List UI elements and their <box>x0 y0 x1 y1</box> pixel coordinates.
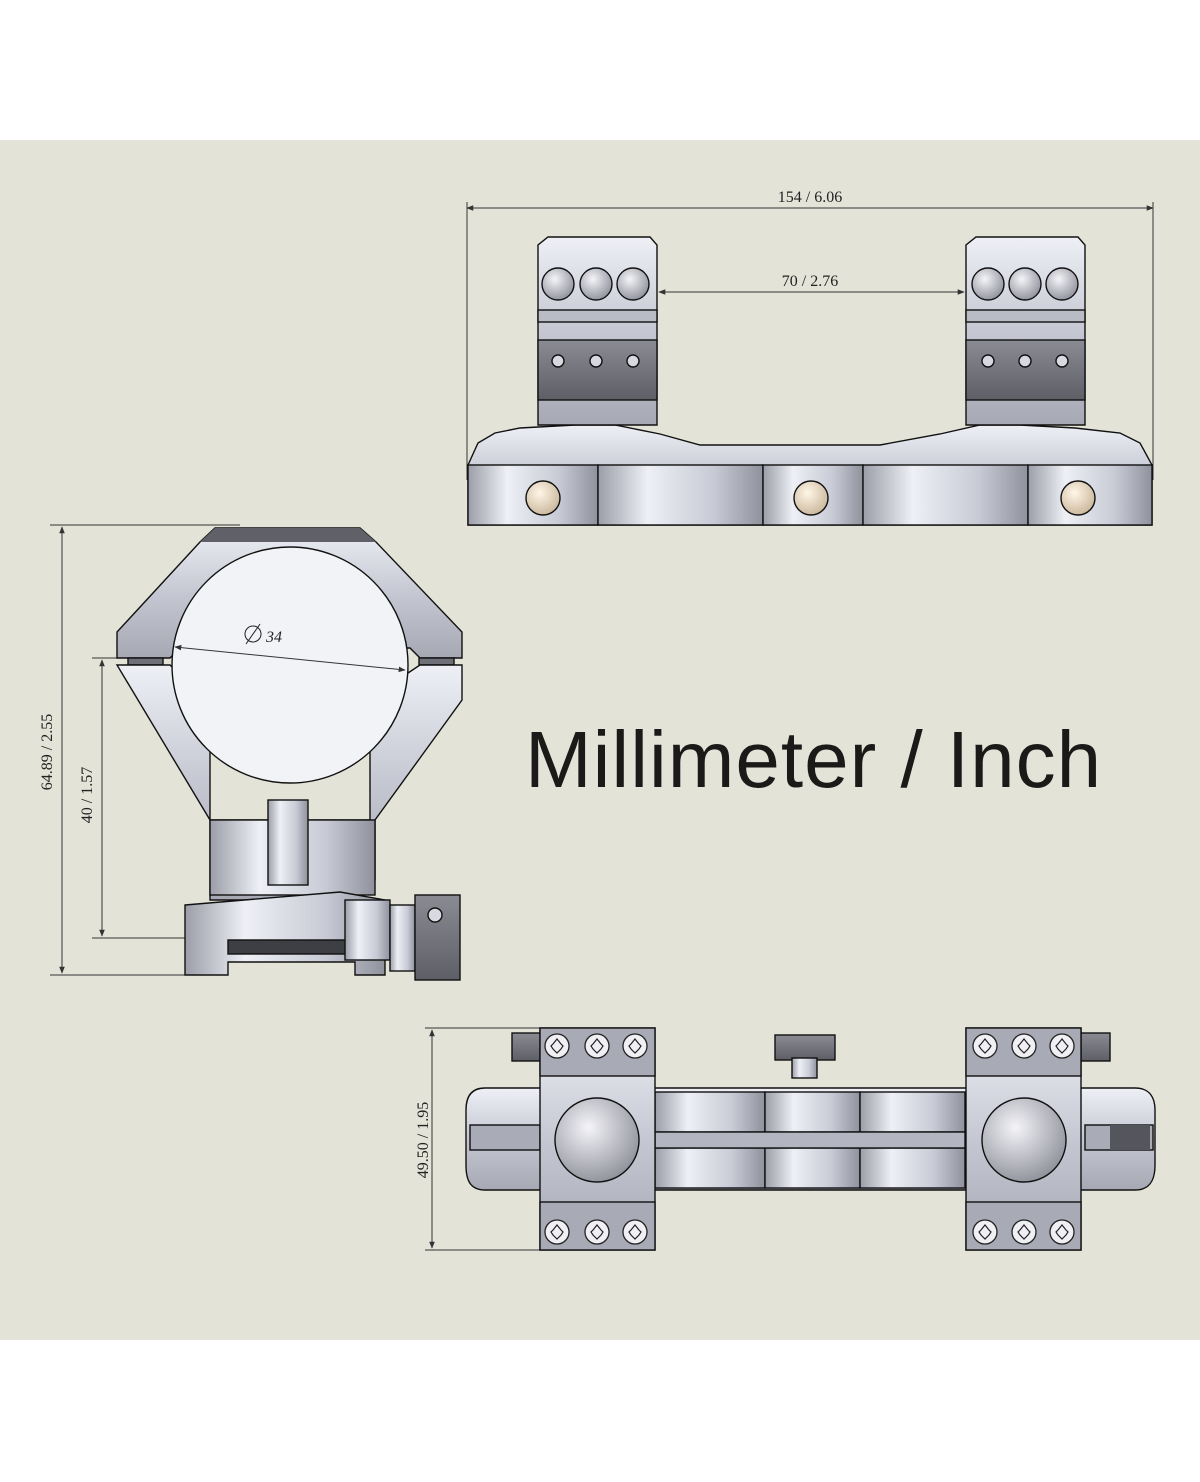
units-headline: Millimeter / Inch <box>525 715 1103 804</box>
technical-drawing: 154 / 6.06 <box>39 189 1156 1251</box>
right-ring-side <box>965 236 1086 426</box>
ring-screws <box>544 1033 1075 1245</box>
base-width-label: 49.50 / 1.95 <box>415 1102 432 1178</box>
right-ring-plan <box>965 1027 1082 1251</box>
mount-side-view: 154 / 6.06 <box>466 189 1154 526</box>
total-height-label: 64.89 / 2.55 <box>39 714 56 790</box>
overall-length-label: 154 / 6.06 <box>778 189 842 206</box>
base-clamp-blocks <box>467 464 1153 526</box>
left-ring-side <box>537 236 658 426</box>
tube-diameter-label: 34 <box>265 629 282 646</box>
diagram-panel: 154 / 6.06 <box>0 140 1200 1340</box>
diameter-icon <box>244 623 262 645</box>
ring-spacing-label: 70 / 2.76 <box>782 273 838 290</box>
ring-end-view: 64.89 / 2.55 40 / 1.57 <box>39 524 463 981</box>
left-ring-plan <box>539 1027 656 1251</box>
center-height-label: 40 / 1.57 <box>79 767 96 823</box>
mount-plan-view: 49.50 / 1.95 <box>415 1027 1156 1251</box>
